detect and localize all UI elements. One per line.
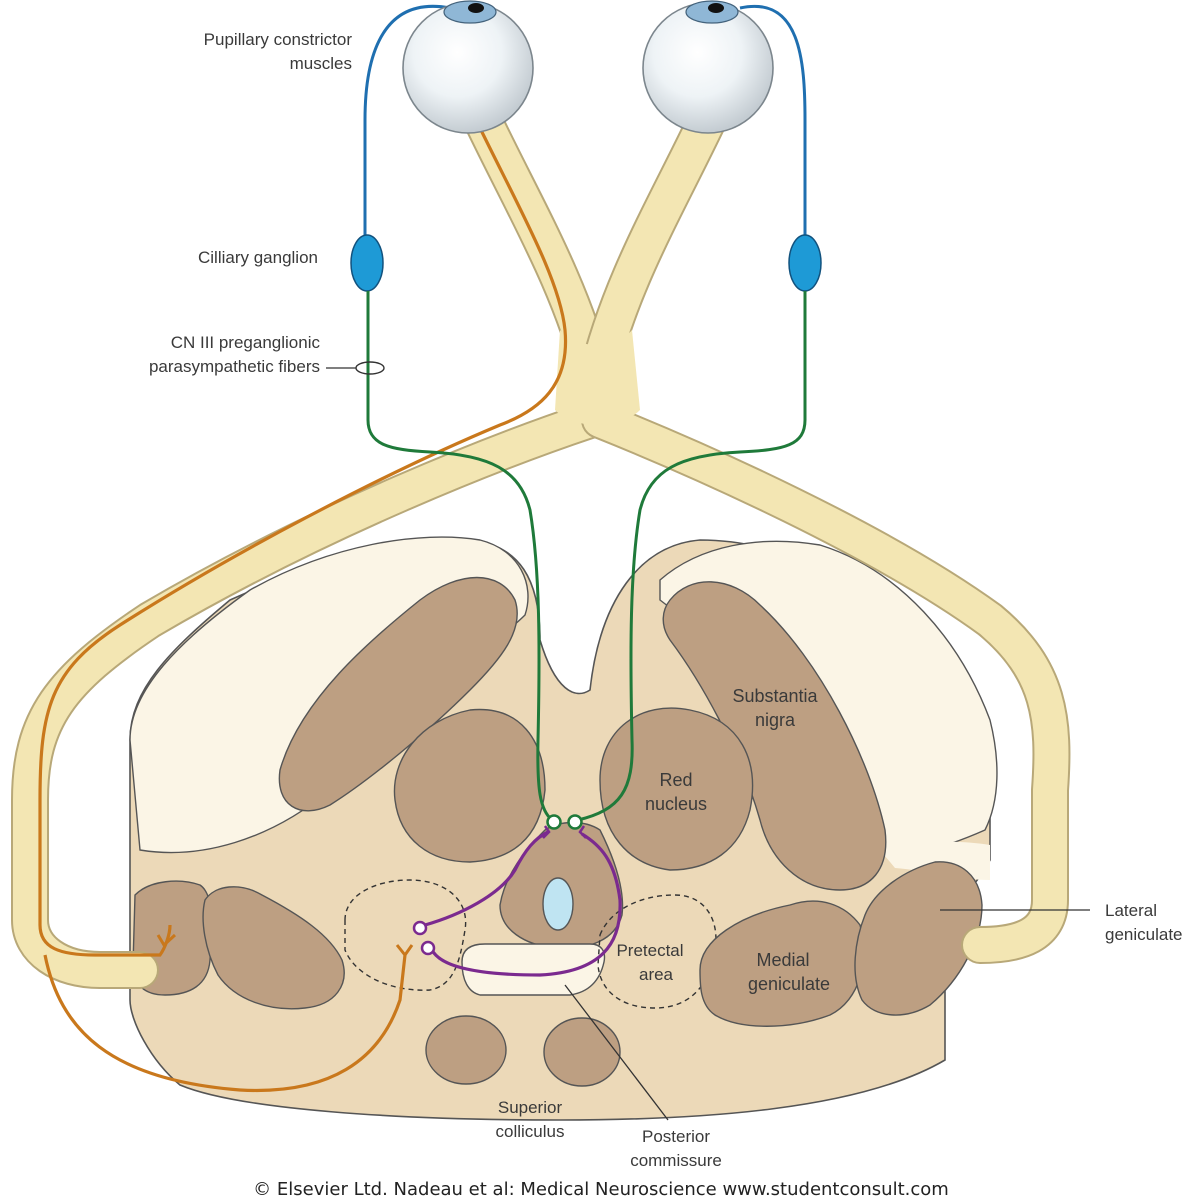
label-medial-1: Medial xyxy=(756,950,809,970)
postganglionic-left xyxy=(363,4,451,240)
pretectal-to-ew-contralateral xyxy=(424,830,549,927)
label-cn3-2: parasympathetic fibers xyxy=(149,357,320,376)
ciliary-ganglion-left xyxy=(350,234,384,292)
label-red-1: Red xyxy=(659,770,692,790)
label-superior-1: Superior xyxy=(498,1098,563,1117)
label-pupillary-2: muscles xyxy=(290,54,352,73)
substantia-nigra-right xyxy=(662,581,887,891)
label-medial-2: geniculate xyxy=(748,974,830,994)
substantia-nigra-left xyxy=(278,576,518,812)
label-red-2: nucleus xyxy=(645,794,707,814)
label-pretectal-2: area xyxy=(639,965,674,984)
preganglionic-green xyxy=(326,291,807,830)
pretectal-projections xyxy=(412,825,622,977)
label-superior-2: colliculus xyxy=(496,1122,565,1141)
pretectal-to-ew-crossing xyxy=(430,832,622,977)
label-substantia-2: nigra xyxy=(755,710,796,730)
red-nucleus-right xyxy=(599,707,754,871)
ciliary-ganglion-right xyxy=(788,234,822,292)
label-pupillary-1: Pupillary constrictor xyxy=(204,30,353,49)
cn3-fiber-marker xyxy=(355,361,385,375)
cerebral-aqueduct xyxy=(542,877,574,931)
edinger-westphal-left xyxy=(546,814,562,830)
left-iris xyxy=(443,0,497,24)
label-substantia-1: Substantia xyxy=(732,686,818,706)
superior-colliculus-left xyxy=(425,1015,507,1085)
label-lateral-2: geniculate xyxy=(1105,925,1183,944)
pretectal-neuron-1 xyxy=(412,920,428,936)
copyright-credit: © Elsevier Ltd. Nadeau et al: Medical Ne… xyxy=(253,1179,949,1200)
label-pretectal-1: Pretectal xyxy=(616,941,683,960)
preganglionic-left xyxy=(366,291,554,822)
afferent-fiber xyxy=(38,127,568,957)
label-posterior-1: Posterior xyxy=(642,1127,710,1146)
leader-lines xyxy=(564,909,1090,1121)
label-posterior-2: commissure xyxy=(630,1151,722,1170)
edinger-westphal-right xyxy=(567,814,583,830)
afferent-terminal-left xyxy=(156,933,177,948)
pretectal-area-right xyxy=(597,894,717,1009)
superior-colliculus-right xyxy=(543,1017,621,1087)
label-lateral-1: Lateral xyxy=(1105,901,1157,920)
labels: Pupillary constrictor muscles Cilliary g… xyxy=(149,30,1183,1200)
afferent-pathway xyxy=(38,127,568,1093)
leader-posterior-commissure xyxy=(564,984,669,1121)
optic-pathway xyxy=(11,90,1071,989)
red-nucleus-left xyxy=(393,708,546,863)
posterior-commissure xyxy=(461,943,606,996)
afferent-loop xyxy=(43,954,407,1093)
right-pupil xyxy=(708,3,724,13)
midbrain-section xyxy=(129,536,998,1121)
eyes xyxy=(402,0,774,134)
postganglionic-right xyxy=(739,4,807,240)
left-pupil xyxy=(468,3,484,13)
label-ciliary-ganglion: Cilliary ganglion xyxy=(198,248,318,267)
optic-chiasm xyxy=(555,330,640,425)
label-cn3-1: CN III preganglionic xyxy=(171,333,321,352)
lateral-geniculate-right xyxy=(854,861,983,1016)
medial-geniculate-left xyxy=(202,886,345,1010)
pretectal-neuron-2 xyxy=(420,940,436,956)
afferent-terminal-pretectal xyxy=(395,944,414,958)
pretectal-area-left xyxy=(344,879,467,991)
preganglionic-right xyxy=(577,291,807,822)
